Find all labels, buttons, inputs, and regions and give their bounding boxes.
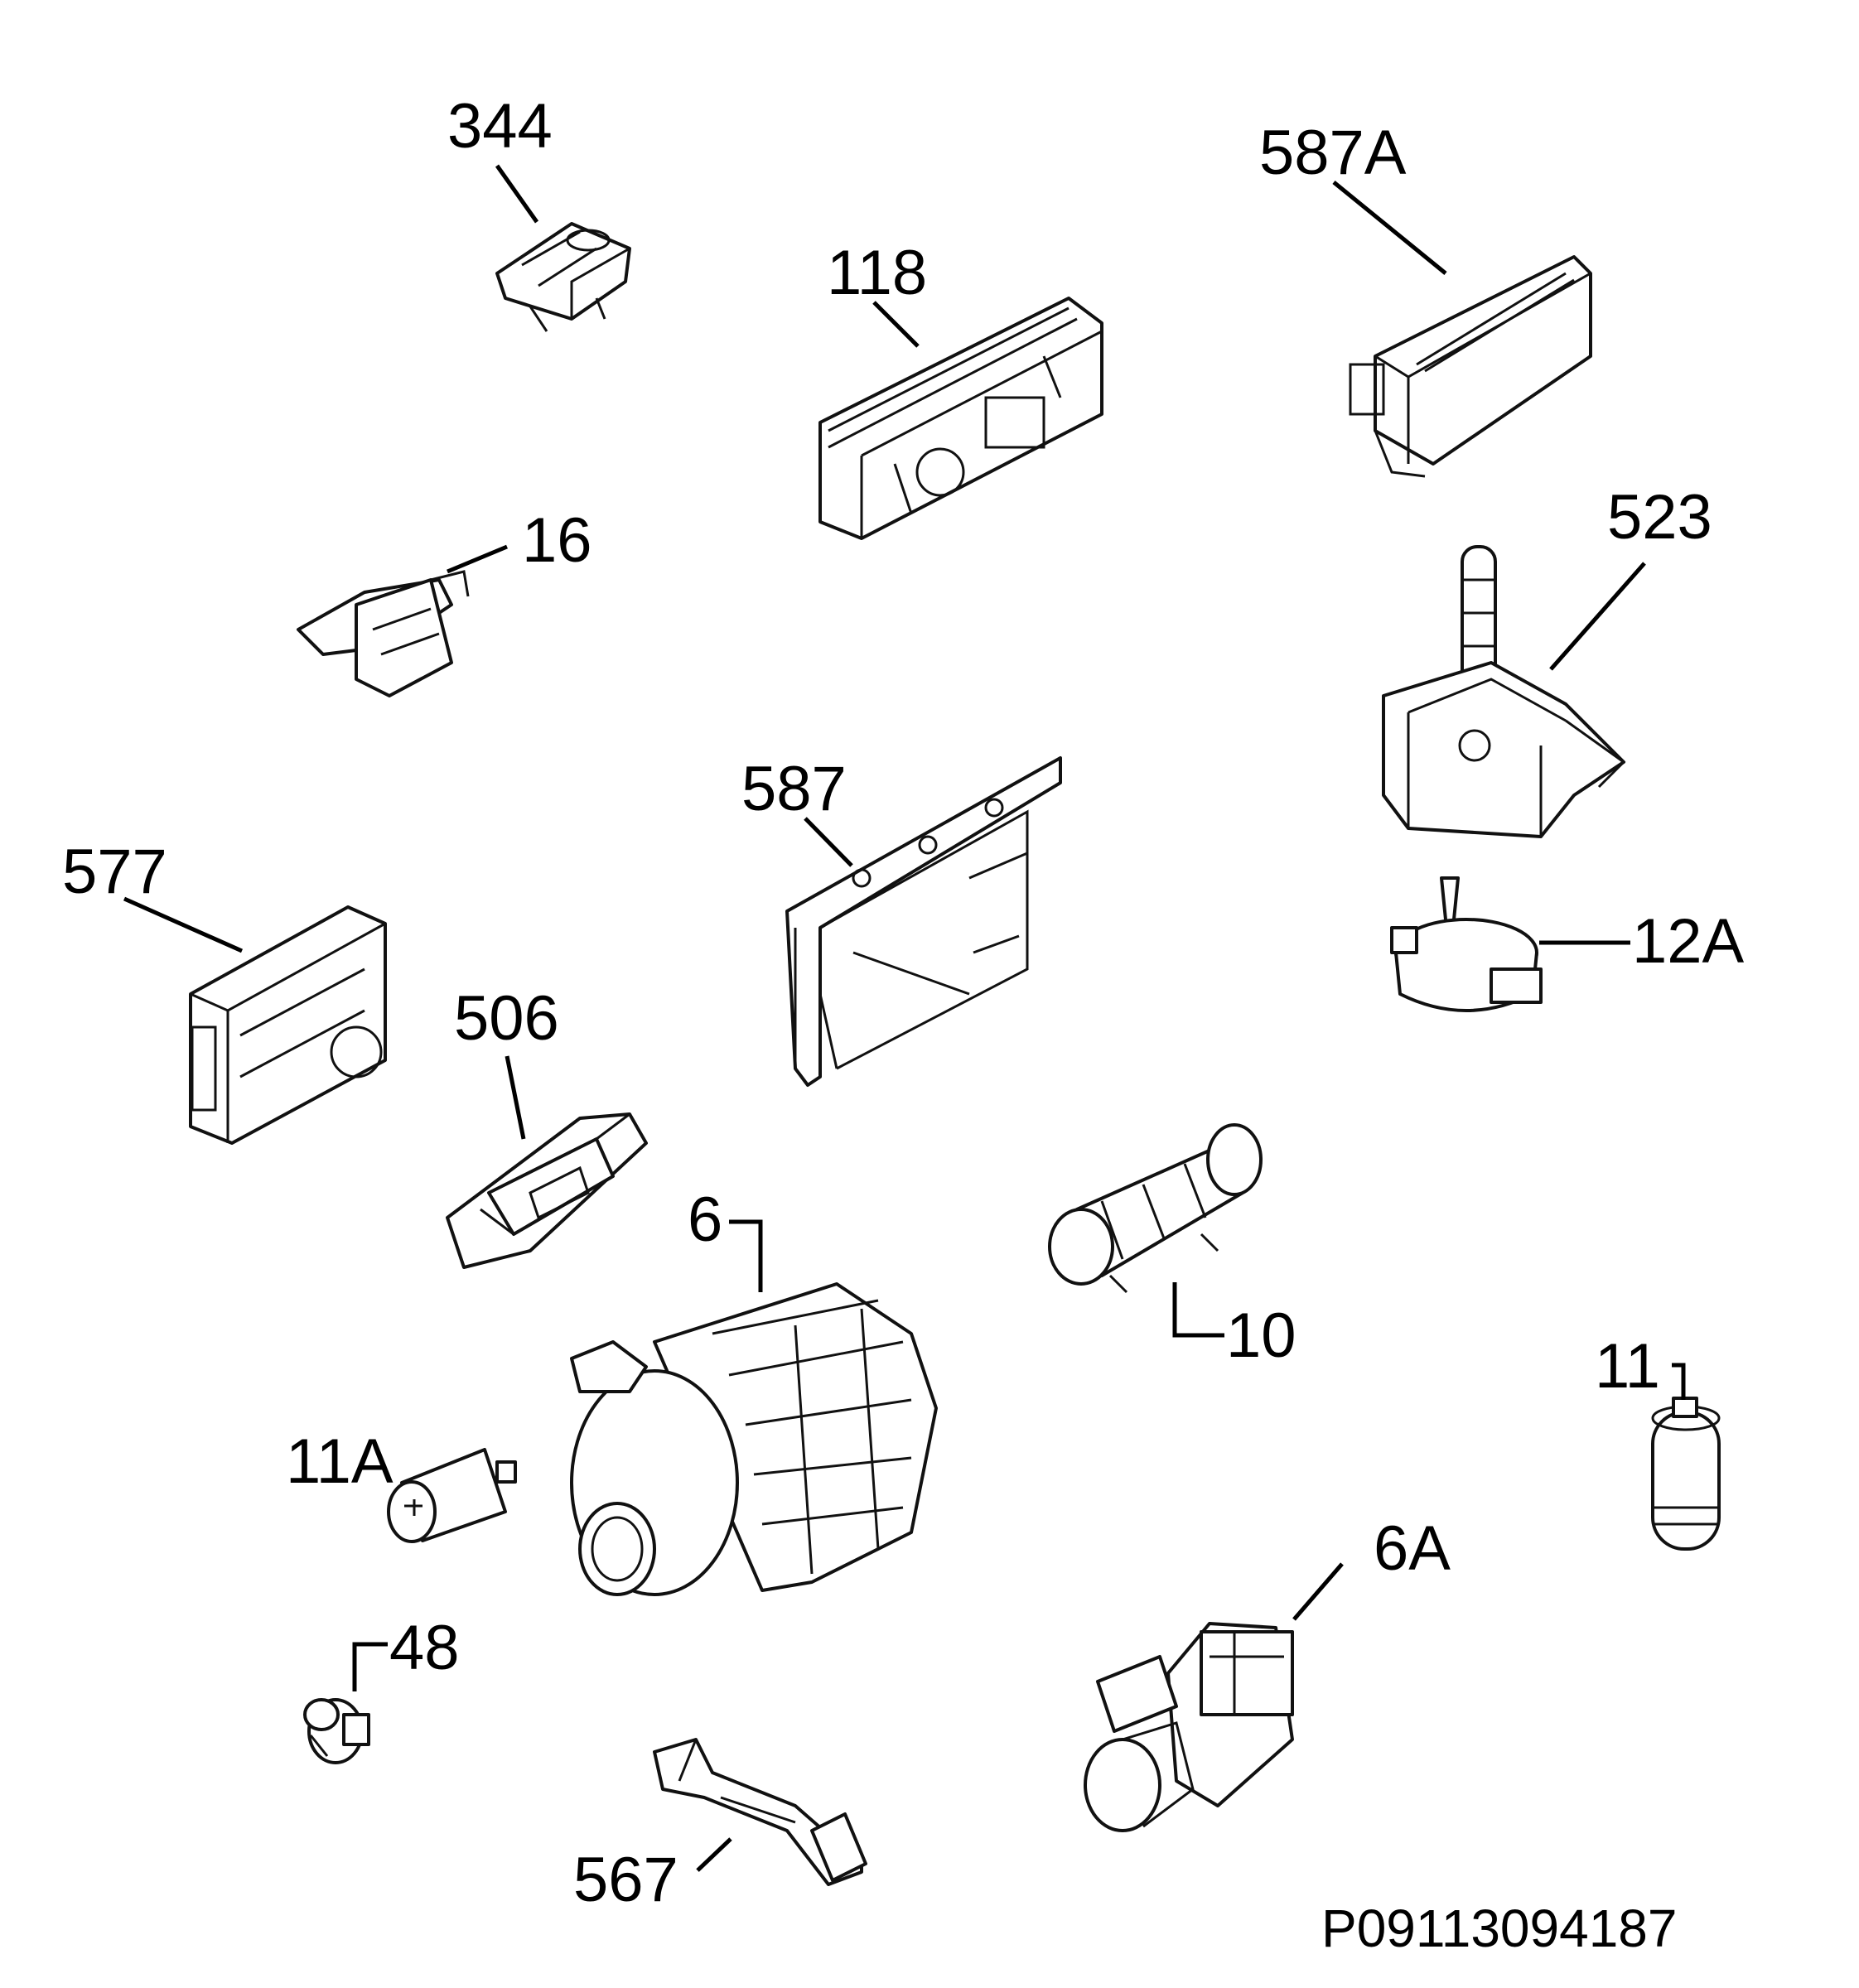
part-506: 506 — [446, 983, 648, 1269]
leader-506 — [505, 1055, 526, 1140]
part-48: 48 — [303, 1613, 460, 1764]
label-10: 10 — [1226, 1300, 1296, 1371]
document-id: P09113094187 — [1321, 1899, 1677, 1958]
part-523: 523 — [1382, 482, 1712, 838]
part-587A-drawing — [1349, 255, 1592, 478]
label-11: 11 — [1595, 1331, 1660, 1402]
part-12A: 12A — [1390, 876, 1745, 1012]
label-344: 344 — [447, 91, 553, 162]
part-11: 11 — [1595, 1331, 1721, 1551]
part-6-drawing — [570, 1282, 938, 1596]
part-16-drawing — [297, 570, 470, 697]
part-10-drawing — [1048, 1123, 1263, 1294]
label-587A: 587A — [1259, 118, 1407, 188]
part-344: 344 — [447, 91, 631, 332]
part-6A: 6A — [1084, 1513, 1451, 1832]
part-16: 16 — [297, 505, 592, 697]
part-567: 567 — [573, 1738, 867, 1915]
part-11A-drawing — [387, 1448, 517, 1543]
part-6A-drawing — [1084, 1622, 1294, 1832]
leader-118 — [872, 301, 920, 348]
label-506: 506 — [454, 983, 559, 1054]
part-11A: 11A — [286, 1426, 517, 1543]
part-6: 6 — [570, 1185, 938, 1596]
leader-6A — [1292, 1562, 1344, 1621]
part-10: 10 — [1048, 1123, 1296, 1371]
leader-523 — [1549, 562, 1646, 671]
part-118: 118 — [818, 238, 1103, 540]
label-523: 523 — [1607, 482, 1712, 552]
leader-587 — [804, 817, 853, 867]
part-587-drawing — [785, 756, 1062, 1087]
label-6A: 6A — [1374, 1513, 1451, 1584]
part-12A-drawing — [1390, 876, 1543, 1012]
leader-48 — [352, 1642, 388, 1691]
label-567: 567 — [573, 1845, 678, 1915]
leader-587A — [1332, 181, 1447, 275]
label-16: 16 — [522, 505, 592, 576]
part-587: 587 — [741, 754, 1062, 1087]
label-6: 6 — [688, 1185, 722, 1255]
part-48-drawing — [303, 1698, 370, 1764]
part-577-drawing — [189, 905, 387, 1145]
leader-344 — [495, 164, 539, 224]
label-12A: 12A — [1632, 906, 1745, 977]
part-506-drawing — [446, 1112, 648, 1269]
label-48: 48 — [389, 1613, 460, 1683]
label-577: 577 — [62, 837, 167, 907]
part-523-drawing — [1382, 545, 1626, 838]
part-11-drawing — [1651, 1397, 1721, 1551]
label-587: 587 — [741, 754, 847, 824]
leader-567 — [696, 1837, 732, 1872]
leader-577 — [123, 896, 244, 953]
part-577: 577 — [62, 837, 387, 1145]
leader-6 — [729, 1219, 763, 1292]
part-587A: 587A — [1259, 118, 1592, 478]
part-118-drawing — [818, 297, 1103, 540]
label-118: 118 — [827, 238, 927, 308]
part-567-drawing — [653, 1738, 867, 1886]
leader-16 — [447, 544, 508, 574]
part-344-drawing — [495, 222, 631, 332]
label-11A: 11A — [286, 1426, 394, 1497]
leader-10 — [1172, 1282, 1224, 1338]
leader-11 — [1672, 1363, 1686, 1400]
